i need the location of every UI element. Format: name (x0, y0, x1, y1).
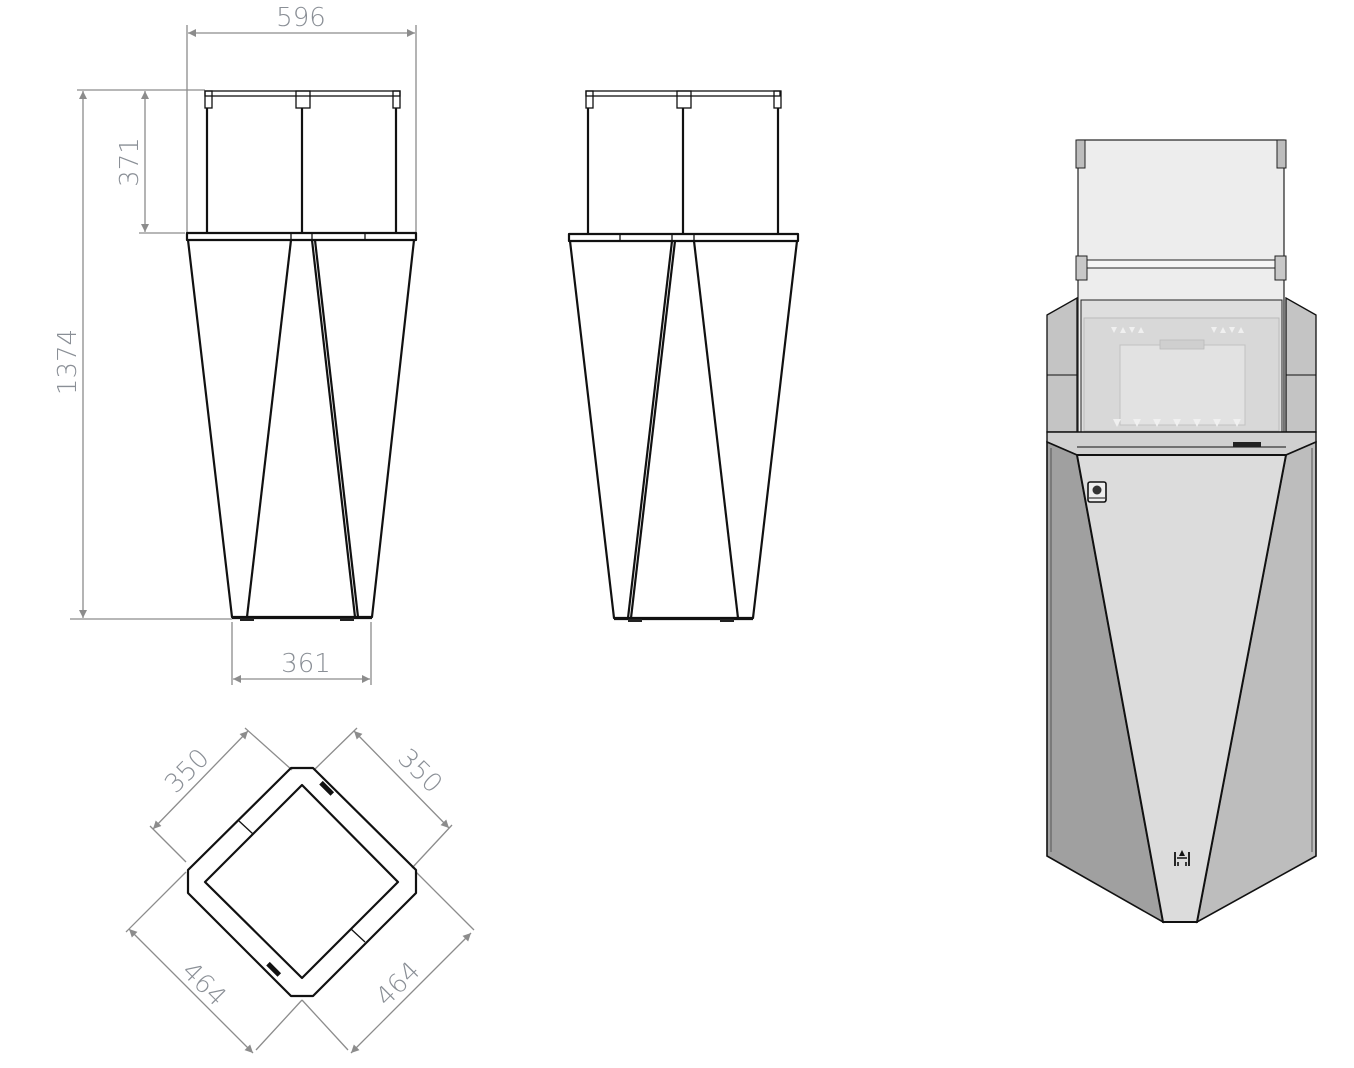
decorative-triangles (1111, 327, 1244, 427)
dimension-width-361: 361 (231, 622, 372, 685)
dimension-width-596: 596 (186, 3, 417, 232)
pedestal-body (186, 239, 416, 621)
top-ledge (185, 231, 418, 242)
dimension-label-464-left: 464 (175, 956, 231, 1012)
button-icon (1087, 481, 1107, 503)
dimension-label-371: 371 (115, 137, 145, 187)
dimension-label-350-right: 350 (391, 743, 447, 799)
dimension-height-1374: 1374 (53, 89, 232, 620)
dimension-label-361: 361 (281, 649, 331, 679)
dimension-label-350-left: 350 (159, 743, 215, 799)
front-view: 596 1374 371 361 (53, 3, 418, 685)
iso-view (1046, 139, 1317, 924)
top-view: 350 350 464 464 (125, 727, 475, 1054)
dimension-label-596: 596 (276, 3, 326, 33)
brand-plate (1233, 442, 1261, 447)
screen-frame (204, 90, 401, 233)
side-view (567, 90, 800, 622)
dimension-height-371: 371 (115, 91, 185, 234)
dimension-label-1374: 1374 (53, 329, 83, 395)
logo-badge-icon (1174, 850, 1190, 866)
dimension-label-464-right: 464 (370, 956, 426, 1012)
